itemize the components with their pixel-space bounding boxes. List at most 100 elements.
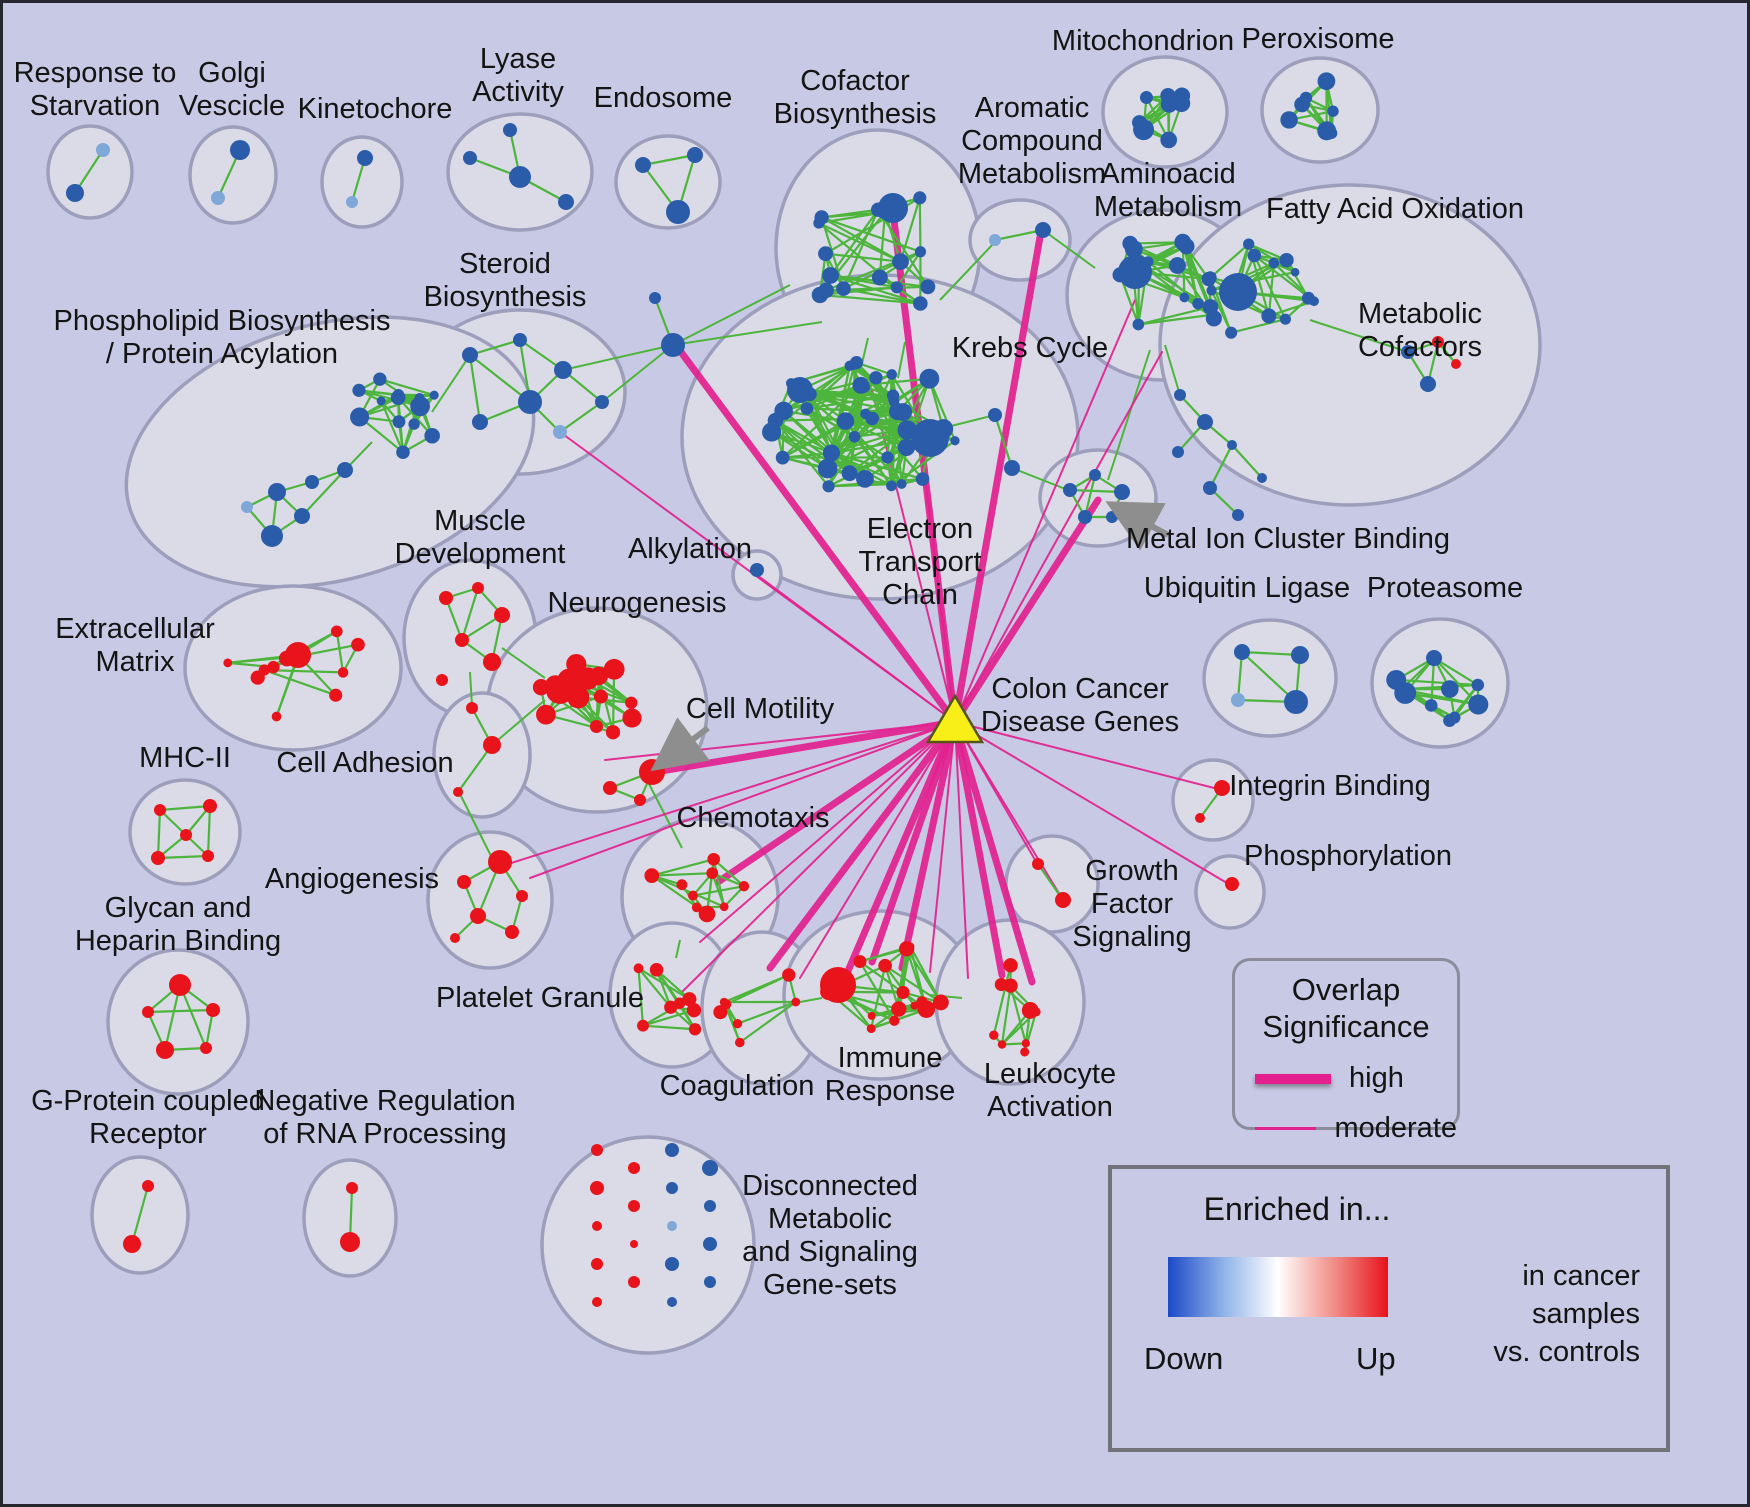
neurogenesis-node	[589, 719, 603, 734]
aminoacid-metabolism-node	[1132, 318, 1145, 331]
cell-adhesion-node	[483, 736, 501, 754]
mitochondrion-node	[1160, 131, 1178, 149]
neurogenesis-node	[576, 667, 599, 690]
gene-set-edge	[821, 216, 921, 253]
leukocyte-activation-node	[1020, 1047, 1030, 1057]
peroxisome-bubble	[1260, 56, 1380, 164]
gene-set-edge	[1209, 444, 1233, 489]
neurogenesis-node	[546, 676, 574, 704]
gene-set-edge	[301, 469, 346, 517]
response-to-starvation-node	[66, 184, 84, 202]
disconnected-gene-sets-node	[592, 1221, 602, 1231]
enrichment-note: in cancer samples vs. controls	[1493, 1257, 1640, 1371]
platelet-granule-node	[682, 992, 697, 1007]
steroid-biosynthesis-node	[553, 425, 567, 439]
electron-transport-chain-node	[888, 403, 907, 421]
gene-set-edge	[843, 287, 921, 305]
gene-set-edge	[1210, 290, 1233, 334]
fatty-acid-oxidation-node	[1219, 273, 1257, 311]
enriched-legend-title: Enriched in...	[1203, 1191, 1391, 1227]
gene-set-edge	[642, 1024, 696, 1031]
glycan-heparin-binding-node	[142, 1006, 154, 1018]
gene-set-edge	[651, 858, 714, 877]
disconnected-gene-sets-node	[628, 1276, 640, 1288]
aminoacid-metabolism-node	[1202, 299, 1219, 315]
platelet-granule-node	[633, 963, 644, 974]
high-significance-label: high	[1349, 1062, 1404, 1094]
intercluster-edge	[562, 344, 674, 371]
extracellular-matrix-node	[258, 664, 270, 676]
chemotaxis-node	[719, 902, 729, 912]
steroid-biosynthesis-node	[554, 361, 572, 379]
proteasome-label: Proteasome	[1367, 572, 1523, 604]
mhc-ii-node	[180, 829, 192, 841]
gene-set-edge	[379, 378, 435, 397]
mhc-ii-node	[202, 850, 214, 862]
neurogenesis-node	[634, 794, 646, 806]
endosome-label: Endosome	[594, 82, 733, 114]
gene-set-edge	[1241, 651, 1297, 703]
extracellular-matrix-node	[267, 660, 280, 674]
phosphorylation-node	[1225, 877, 1239, 891]
mhc-ii-node	[154, 804, 166, 816]
aromatic-compound-metabolism-bubble	[968, 198, 1072, 282]
mhc-ii-node	[203, 799, 217, 813]
lyase-activity-node	[509, 166, 531, 188]
gene-set-edge	[1209, 243, 1250, 279]
gene-set-edge	[642, 153, 696, 167]
intercluster-edge	[799, 997, 823, 1003]
enrichment-note-line1: in cancer	[1522, 1260, 1640, 1292]
steroid-biosynthesis-node	[472, 414, 488, 430]
cofactor-biosynthesis-node	[913, 191, 927, 205]
proteasome-node	[1394, 682, 1417, 704]
krebs-cycle-label: Krebs Cycle	[952, 332, 1108, 364]
cofactor-biosynthesis-node	[813, 217, 825, 229]
angiogenesis-node	[505, 925, 519, 939]
phospholipid-biosynthesis-node	[352, 383, 366, 397]
significance-edge-high	[951, 496, 1102, 726]
cofactor-biosynthesis-node	[870, 202, 886, 217]
gene-set-edge	[737, 1000, 797, 1025]
growth-factor-signaling-node	[1055, 892, 1071, 908]
proteasome-node	[1448, 711, 1461, 724]
coagulation-node	[732, 1018, 743, 1029]
angiogenesis-node	[516, 890, 528, 902]
disconnected-gene-sets-node	[630, 1240, 638, 1248]
gene-set-edge	[723, 973, 790, 1004]
phospholipid-biosynthesis-node	[414, 393, 425, 403]
peroxisome-node	[1294, 96, 1310, 113]
phospholipid-biosynthesis-node	[241, 501, 253, 513]
fatty-acid-oxidation-node	[1206, 285, 1217, 296]
integrin-binding-node	[1214, 780, 1230, 796]
phospholipid-biosynthesis-node	[268, 483, 286, 501]
peroxisome-node	[1325, 127, 1338, 139]
fatty-acid-oxidation-node	[1225, 326, 1238, 339]
gene-set-edge	[895, 251, 922, 288]
gene-set-edge	[651, 872, 713, 877]
phospholipid-biosynthesis-node	[305, 475, 319, 489]
kinetochore-node	[346, 196, 358, 208]
aminoacid-metabolism-node	[1118, 255, 1152, 289]
disconnected-gene-sets-node	[665, 1257, 679, 1271]
gene-set-edge	[909, 945, 942, 1003]
significance-edge-moderate	[504, 721, 956, 866]
angiogenesis-label: Angiogenesis	[265, 863, 439, 895]
immune-response-node	[820, 967, 856, 1003]
gene-set-edge	[782, 420, 847, 459]
disconnected-gene-sets-node	[628, 1200, 640, 1212]
significance-edge-moderate	[954, 721, 969, 979]
legend-enriched-in: Enriched in... Down Up in cancer samples…	[1108, 1165, 1670, 1452]
gene-set-edge	[156, 809, 162, 859]
gene-set-edge	[712, 859, 726, 907]
significance-edge-moderate	[681, 721, 956, 993]
steroid-biosynthesis-node	[462, 347, 478, 363]
muscle-development-node	[455, 633, 469, 647]
leukocyte-activation-node	[1031, 1007, 1041, 1017]
